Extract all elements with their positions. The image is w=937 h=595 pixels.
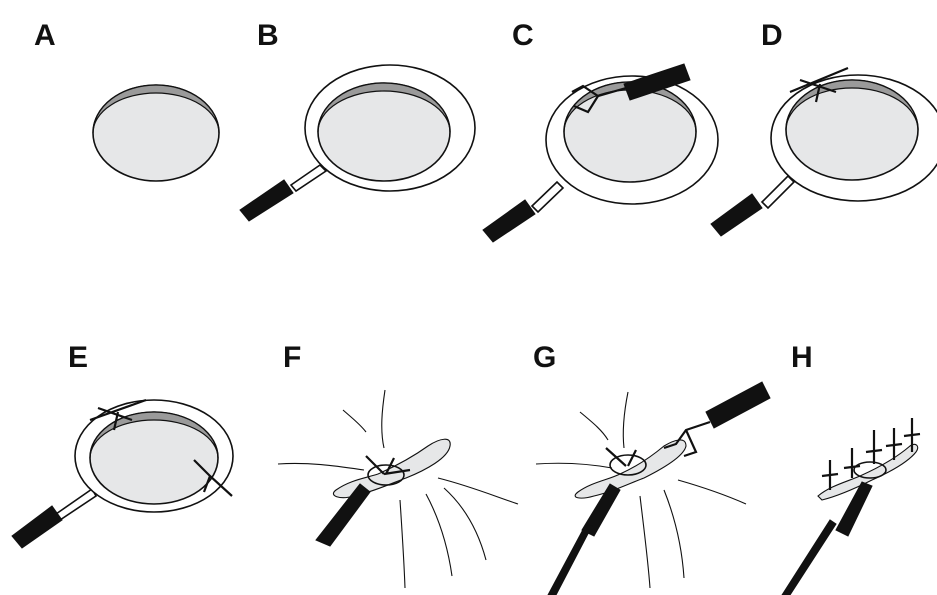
panel-e <box>12 400 233 548</box>
panel-a <box>93 85 219 181</box>
filament <box>623 392 628 448</box>
filament <box>278 463 364 470</box>
filament <box>382 390 385 448</box>
panel-label-e: E <box>68 341 88 374</box>
panel-label-g: G <box>533 341 556 374</box>
filament <box>400 500 405 588</box>
loop-handle <box>711 194 762 236</box>
panel-c <box>483 64 718 242</box>
filament <box>444 488 486 560</box>
panel-label-h: H <box>791 341 813 374</box>
loop-stem <box>532 182 563 212</box>
panel-h <box>782 418 920 595</box>
panel-d <box>711 68 937 236</box>
panel-label-c: C <box>512 19 534 52</box>
loop-stem <box>762 176 794 208</box>
loop-stem-dark <box>782 520 836 595</box>
panel-f <box>278 390 518 588</box>
panel-b <box>240 65 475 221</box>
filament <box>343 410 366 432</box>
loop-stem <box>56 489 96 520</box>
loop-stem <box>291 165 326 191</box>
panel-g <box>536 382 770 595</box>
loop-stem-dark <box>548 524 592 595</box>
filament <box>536 463 612 468</box>
filament <box>678 480 746 504</box>
filament <box>438 478 518 504</box>
filament <box>426 494 452 576</box>
filament <box>664 490 684 578</box>
forceps-handle <box>706 382 770 428</box>
panel-label-b: B <box>257 19 279 52</box>
clip-2 <box>844 448 860 478</box>
panel-label-a: A <box>34 19 56 52</box>
loop-handle <box>240 180 293 221</box>
floating-film <box>575 440 686 498</box>
filament <box>640 496 650 588</box>
panel-label-d: D <box>761 19 783 52</box>
clip-3 <box>866 430 882 464</box>
panel-label-f: F <box>283 341 301 374</box>
loop-handle <box>12 506 62 548</box>
loop-handle <box>483 200 535 242</box>
filament <box>580 412 608 440</box>
